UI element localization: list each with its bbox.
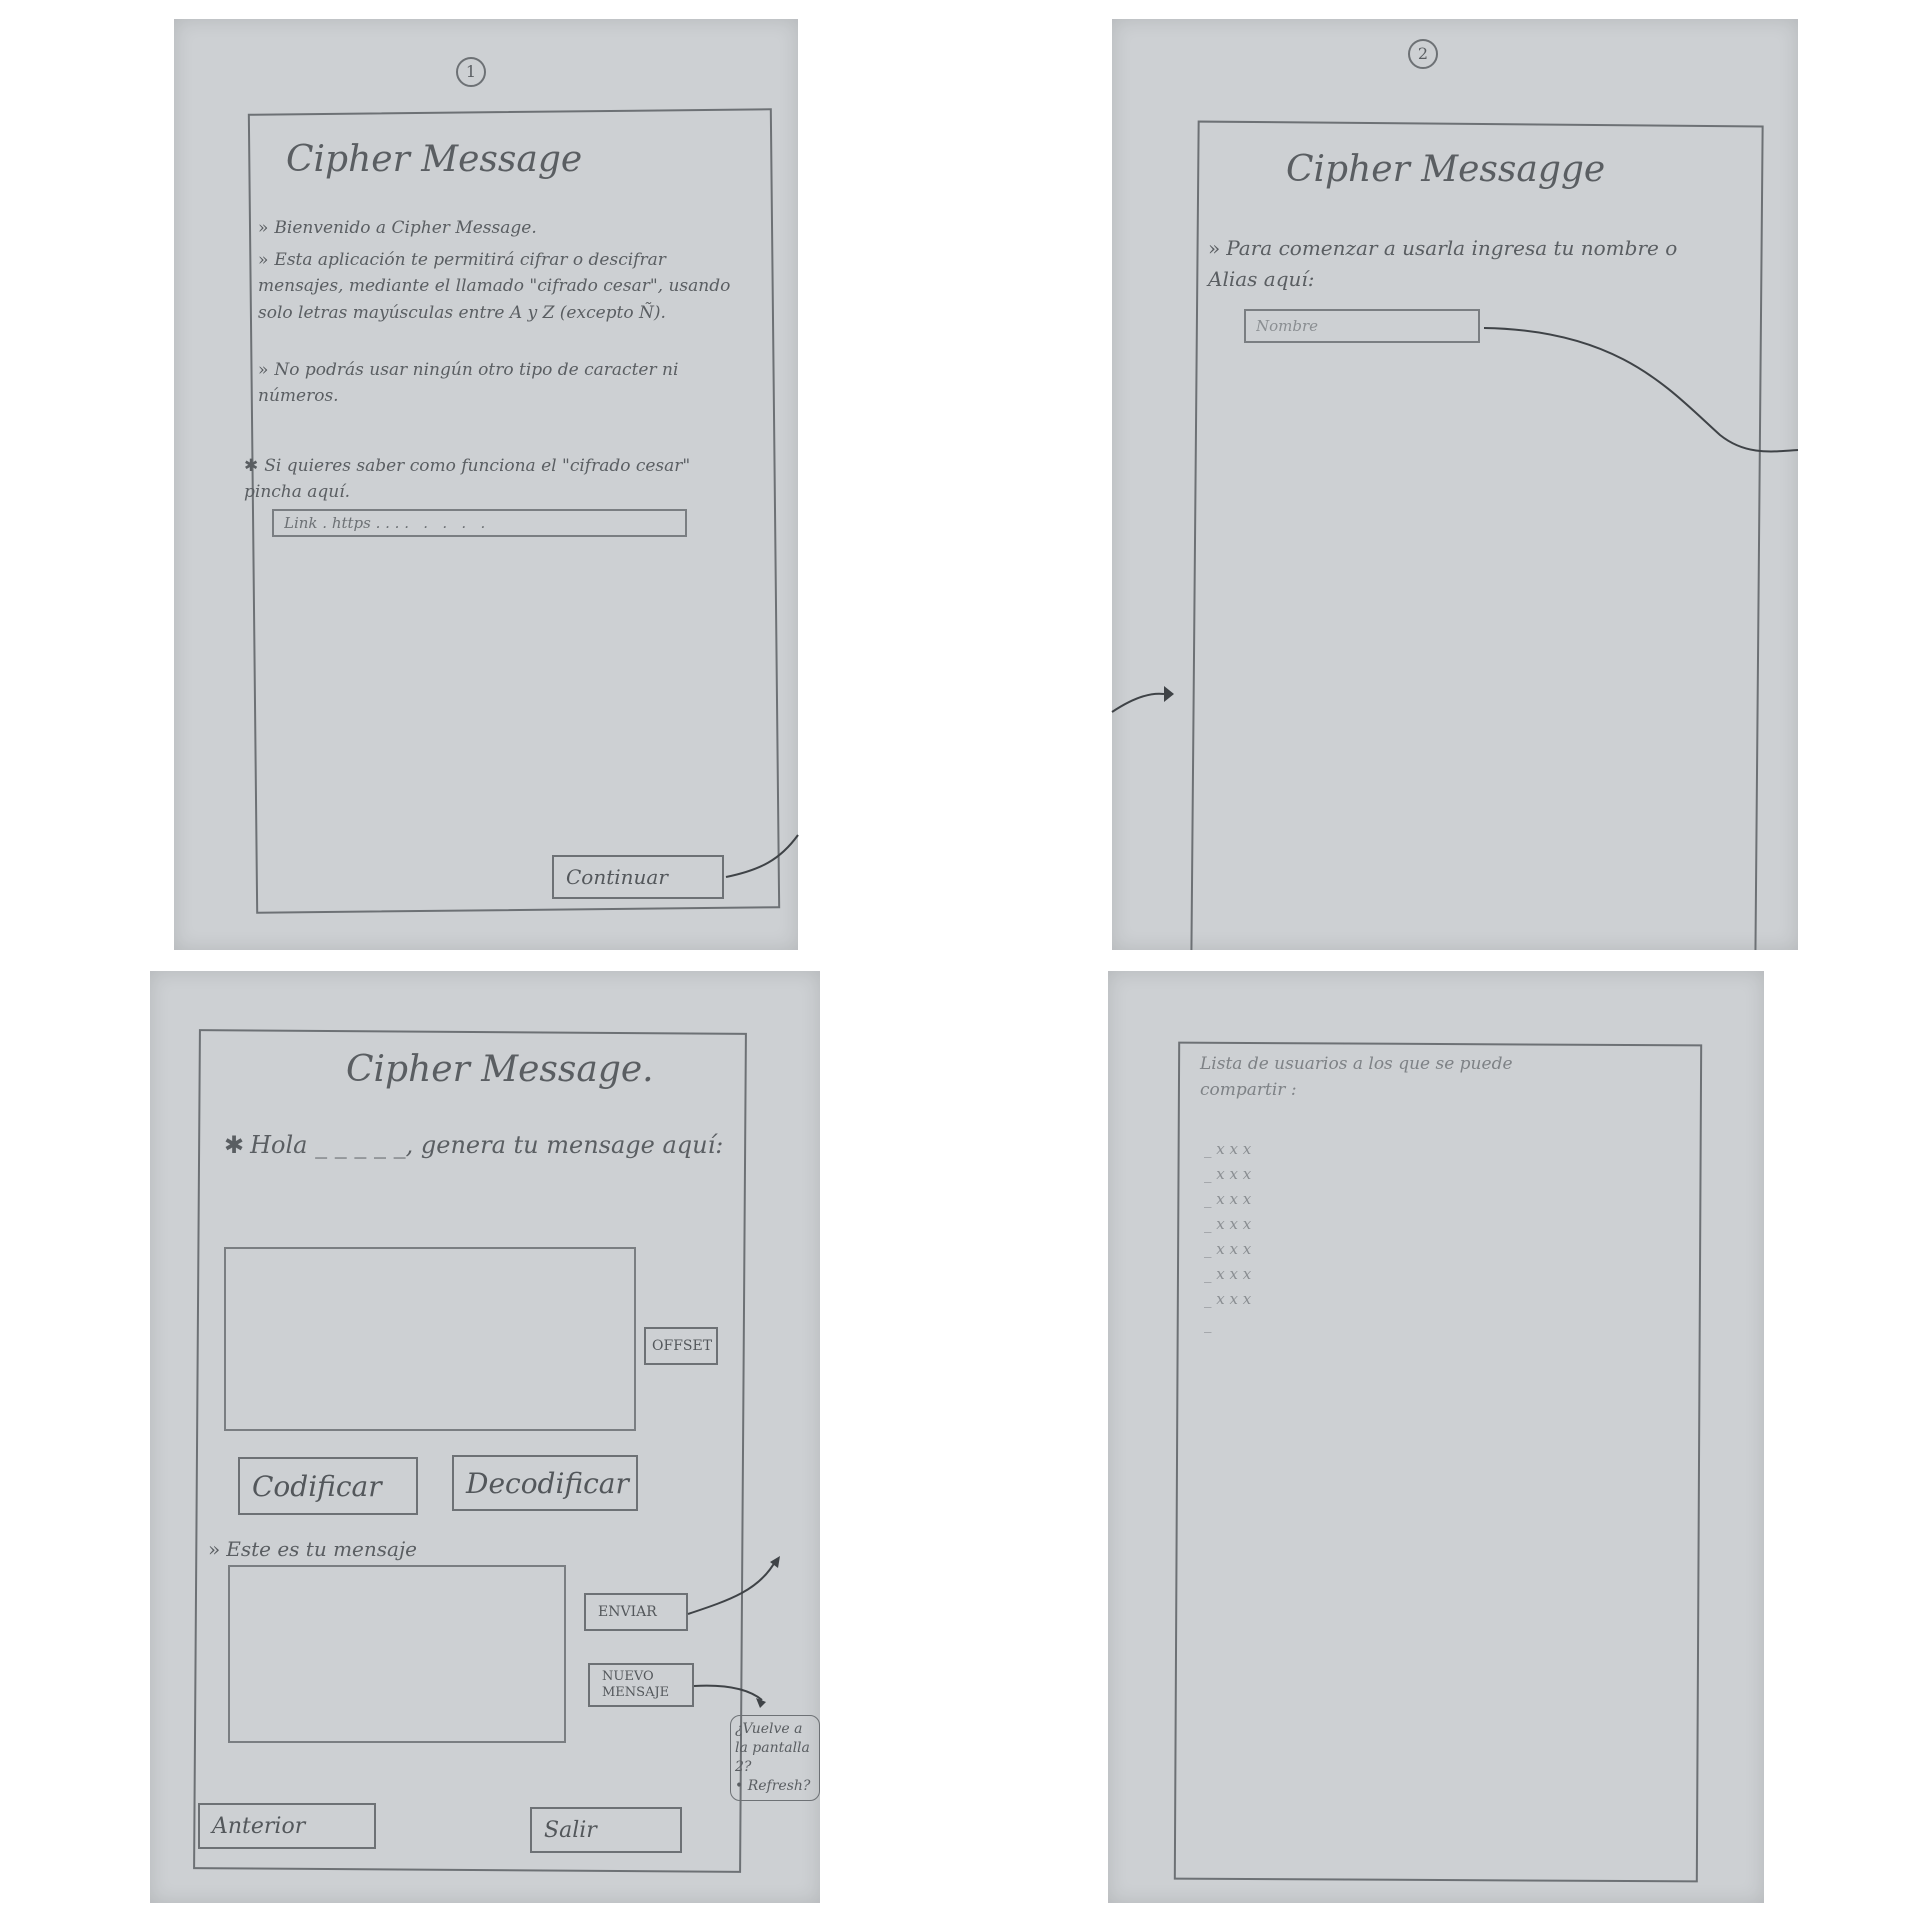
result-label-text: Este es tu mensaje	[226, 1537, 417, 1561]
result-output[interactable]	[228, 1565, 566, 1743]
new-message-button[interactable]: NUEVO MENSAJE	[588, 1663, 694, 1707]
restriction-text: No podrás usar ningún otro tipo de carac…	[258, 360, 679, 407]
list-item[interactable]: _ x x x	[1204, 1265, 1252, 1283]
info-note-text: Si quieres saber como funciona el "cifra…	[244, 456, 691, 503]
app-title: Cipher Message.	[346, 1049, 654, 1090]
arrow-bullet-icon: »	[208, 1537, 221, 1561]
encode-button[interactable]: Codificar	[238, 1457, 418, 1515]
app-title: Cipher Message	[286, 139, 583, 180]
asterisk-icon: ✱	[224, 1131, 245, 1159]
restriction-bullet: »No podrás usar ningún otro tipo de cara…	[258, 357, 748, 410]
description-bullet: »Esta aplicación te permitirá cifrar o d…	[258, 247, 748, 326]
users-list: _ x x x _ x x x _ x x x _ x x x _ x x x …	[1204, 1137, 1251, 1337]
screen-number: 1	[456, 57, 486, 87]
name-input[interactable]	[1244, 309, 1480, 343]
sheet	[1112, 19, 1798, 950]
exit-button[interactable]: Salir	[530, 1807, 682, 1853]
result-label: »Este es tu mensaje	[208, 1537, 417, 1561]
users-heading: Lista de usuarios a los que se puede com…	[1200, 1054, 1513, 1101]
name-prompt: »Para comenzar a usarla ingresa tu nombr…	[1208, 233, 1688, 295]
welcome-text: Bienvenido a Cipher Message.	[274, 218, 537, 238]
description-text: Esta aplicación te permitirá cifrar o de…	[258, 250, 731, 323]
sketch-screen-3: Cipher Message. ✱Hola _ _ _ _ _, genera …	[150, 971, 820, 1903]
sheet	[174, 19, 798, 950]
list-item[interactable]: _	[1204, 1315, 1212, 1333]
flow-note: ¿Vuelve a la pantalla 2? • Refresh?	[730, 1715, 820, 1801]
sketch-screen-4: Lista de usuarios a los que se puede com…	[1108, 971, 1764, 1903]
message-input[interactable]	[224, 1247, 636, 1431]
arrow-bullet-icon: »	[258, 360, 269, 380]
welcome-bullet: »Bienvenido a Cipher Message.	[258, 215, 748, 241]
offset-button[interactable]: OFFSET	[644, 1327, 718, 1365]
list-item[interactable]: _ x x x	[1204, 1290, 1252, 1308]
screen-number: 2	[1408, 39, 1438, 69]
link-field[interactable]	[272, 509, 687, 537]
send-button[interactable]: ENVIAR	[584, 1593, 688, 1631]
arrow-bullet-icon: »	[258, 250, 269, 270]
flow-note-refresh: • Refresh?	[735, 1777, 811, 1794]
app-title: Cipher Messagge	[1286, 149, 1606, 190]
list-item[interactable]: _ x x x	[1204, 1165, 1252, 1183]
continue-button[interactable]: Continuar	[552, 855, 724, 899]
list-item[interactable]: _ x x x	[1204, 1140, 1252, 1158]
name-prompt-text: Para comenzar a usarla ingresa tu nombre…	[1208, 236, 1678, 291]
info-note: ✱Si quieres saber como funciona el "cifr…	[244, 453, 744, 506]
phone-frame	[1173, 1041, 1703, 1883]
sketch-screen-2: 2 Cipher Messagge »Para comenzar a usarl…	[1112, 19, 1798, 950]
list-item[interactable]: _ x x x	[1204, 1240, 1252, 1258]
flow-note-text: ¿Vuelve a la pantalla 2?	[735, 1721, 810, 1775]
list-item[interactable]: _ x x x	[1204, 1215, 1252, 1233]
sketch-screen-1: 1 Cipher Message »Bienvenido a Cipher Me…	[174, 19, 798, 950]
greeting-text: Hola _ _ _ _ _, genera tu mensage aquí:	[250, 1131, 724, 1159]
arrow-bullet-icon: »	[258, 218, 269, 238]
sheet	[150, 971, 820, 1903]
asterisk-icon: ✱	[244, 456, 259, 476]
previous-button[interactable]: Anterior	[198, 1803, 376, 1849]
list-item[interactable]: _ x x x	[1204, 1190, 1252, 1208]
greeting: ✱Hola _ _ _ _ _, genera tu mensage aquí:	[224, 1131, 723, 1159]
arrow-bullet-icon: »	[1208, 236, 1221, 260]
decode-button[interactable]: Decodificar	[452, 1455, 638, 1511]
sheet	[1108, 971, 1764, 1903]
